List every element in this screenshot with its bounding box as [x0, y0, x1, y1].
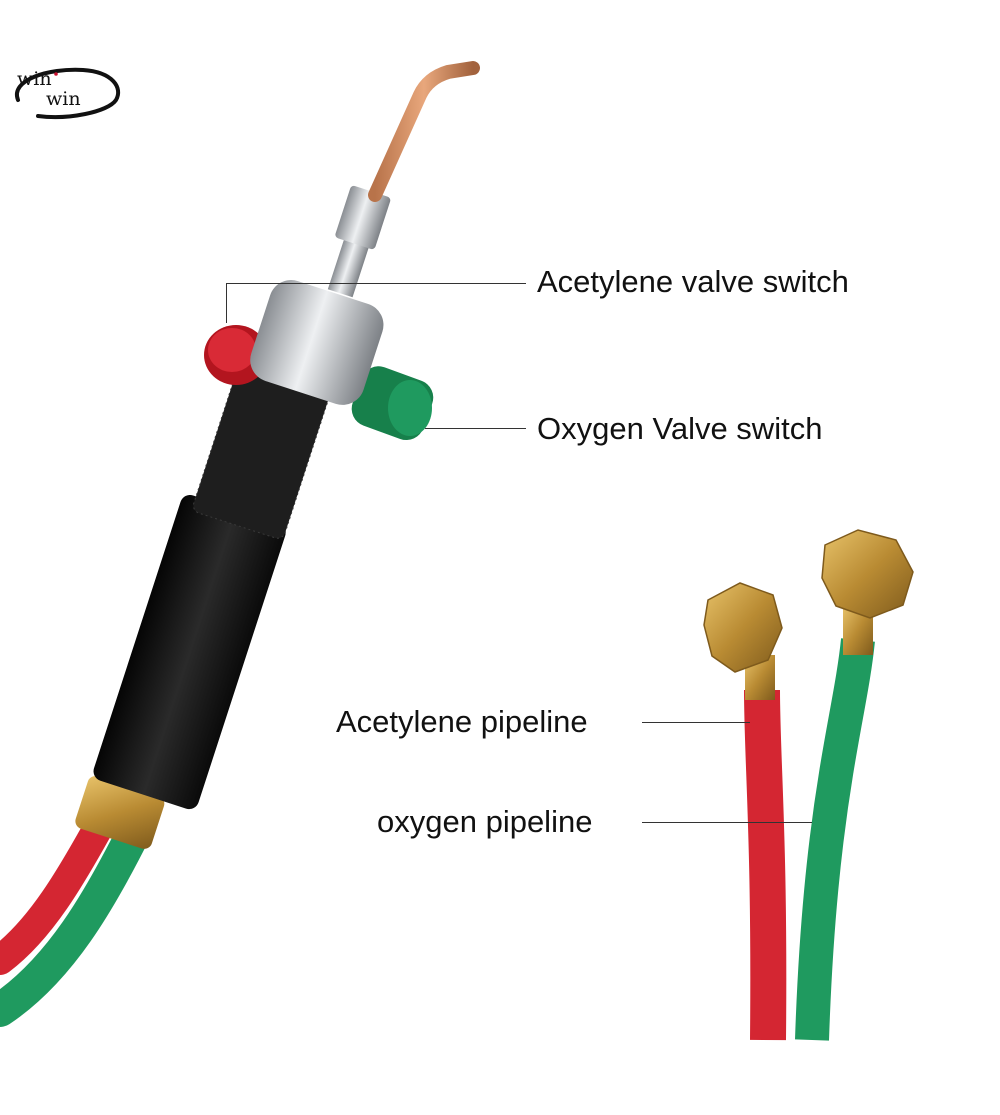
oxygen-pipeline-label: oxygen pipeline — [377, 804, 593, 839]
valve-body — [250, 280, 384, 405]
torch-green-hose — [0, 813, 152, 1027]
oxygen-pipeline-leader-line — [642, 822, 812, 823]
brush-circle-icon — [14, 67, 121, 120]
acetylene-valve-leader-line — [226, 283, 526, 284]
oxygen-pipeline-hose — [795, 638, 875, 1041]
oxygen-valve-label: Oxygen Valve switch — [537, 411, 823, 446]
oxygen-hex-nut — [821, 529, 914, 619]
logo-text-line1: win — [17, 68, 52, 90]
torch-handle-knurled — [193, 355, 332, 539]
oxygen-valve-leader-line — [425, 428, 526, 429]
acetylene-valve-knob — [204, 325, 268, 385]
logo-text-line2: win — [46, 88, 81, 110]
torch-handle-lower — [93, 494, 286, 810]
oxygen-valve-knob — [351, 366, 434, 441]
acetylene-valve-label: Acetylene valve switch — [537, 264, 849, 299]
acetylene-pipeline-leader-line — [642, 722, 750, 723]
torch-red-hose — [0, 795, 123, 975]
acetylene-pipeline-hose — [744, 689, 787, 1041]
copper-tip — [368, 61, 480, 202]
acetylene-valve-leader-tick — [226, 283, 227, 323]
acetylene-hex-nut — [703, 582, 783, 673]
acetylene-pipeline-label: Acetylene pipeline — [336, 704, 588, 739]
win-win-logo: win win — [8, 62, 123, 122]
